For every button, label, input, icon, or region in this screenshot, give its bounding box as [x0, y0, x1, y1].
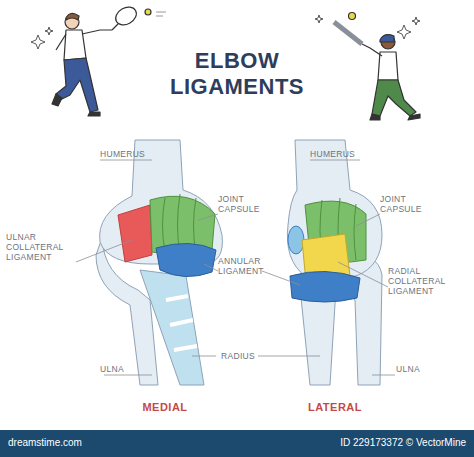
lateral-elbow: [287, 140, 382, 385]
part-label: ULNAR COLLATERAL LIGAMENT: [6, 232, 76, 262]
bone-label: HUMERUS: [100, 149, 152, 159]
bone-label: ULNA: [396, 364, 436, 374]
view-label: LATERAL: [290, 401, 380, 413]
radius-bone: [300, 288, 336, 385]
ulnar-collateral-ligament: [118, 205, 152, 262]
annular-ligament: [290, 271, 360, 302]
part-label: ANNULAR LIGAMENT: [218, 256, 268, 276]
watermark: dreamstime.com: [8, 437, 128, 448]
baseball-batter: [315, 13, 420, 121]
view-label: MEDIAL: [125, 401, 205, 413]
part-label: RADIAL COLLATERAL LIGAMENT: [388, 266, 458, 296]
bone-label: ULNA: [100, 364, 140, 374]
annular-ligament: [156, 243, 216, 276]
bone-label: RADIUS: [216, 351, 260, 361]
part-label: JOINT CAPSULE: [218, 194, 268, 214]
medial-elbow: [96, 140, 222, 385]
part-label: JOINT CAPSULE: [380, 194, 430, 214]
tennis-player: [31, 4, 166, 116]
leader-lines: [76, 160, 395, 375]
radius-stripes: [166, 296, 197, 350]
watermark: ID 229173372 © VectorMine: [300, 437, 466, 448]
diagram-title: ELBOW LIGAMENTS: [157, 48, 317, 100]
bone-label: HUMERUS: [310, 149, 362, 159]
footer-bar: [0, 430, 474, 457]
